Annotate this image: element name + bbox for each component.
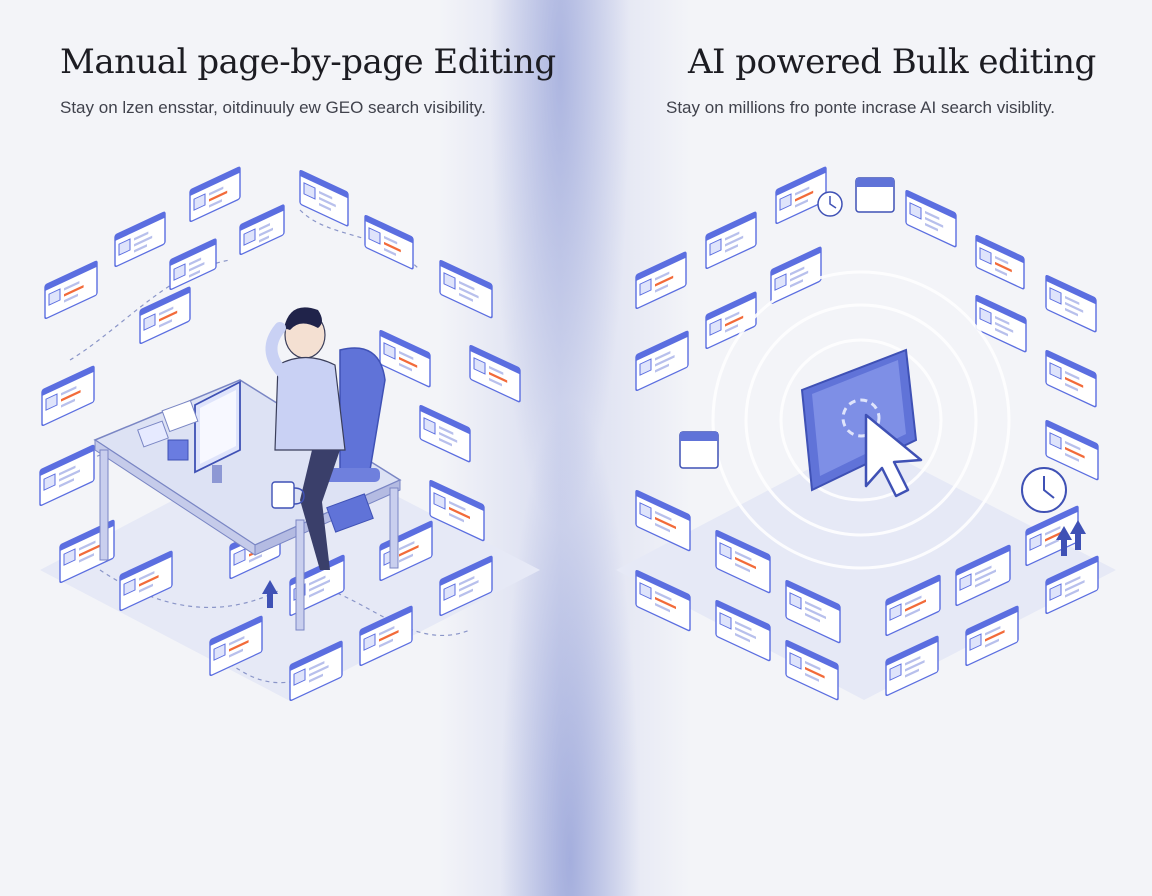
upload-arrow-icon xyxy=(1075,534,1081,550)
manual-editing-illustration xyxy=(39,166,540,702)
paper-icon xyxy=(161,399,199,433)
web-page-card-icon xyxy=(785,639,839,701)
web-page-card-icon xyxy=(429,479,485,542)
manual-editing-title: Manual page-by-page Editing xyxy=(60,42,556,82)
web-page-card-icon xyxy=(1045,349,1097,408)
web-page-card-icon xyxy=(289,640,343,702)
coffee-mug-icon xyxy=(271,481,305,509)
sync-icon xyxy=(841,398,881,438)
bulk-editing-subtitle: Stay on millions fro ponte incrase AI se… xyxy=(666,98,1055,117)
dashed-path xyxy=(329,589,471,636)
web-page-card-icon xyxy=(785,579,841,644)
notebook-icon xyxy=(326,493,374,533)
web-page-card-icon xyxy=(955,544,1011,607)
bulk-editing-title: AI powered Bulk editing xyxy=(688,42,1096,82)
pulse-ring xyxy=(711,270,1011,570)
web-page-card-icon xyxy=(885,574,941,637)
web-page-card-icon xyxy=(359,605,413,667)
web-page-card-icon xyxy=(239,204,285,256)
web-page-card-icon xyxy=(635,251,687,310)
web-page-card-icon xyxy=(379,329,431,388)
bulk-editing-panel: AI powered Bulk editing Stay on millions… xyxy=(576,0,1152,896)
clock-icon xyxy=(1021,467,1067,513)
web-page-card-icon xyxy=(635,569,691,632)
floor-tile xyxy=(40,440,540,700)
web-page-card-icon xyxy=(775,166,827,225)
paper-icon xyxy=(137,420,169,448)
calendar-icon xyxy=(855,177,895,213)
page-card-cluster xyxy=(635,166,1099,701)
web-page-card-icon xyxy=(209,615,263,677)
web-page-card-icon xyxy=(419,404,471,463)
web-page-card-icon xyxy=(1045,555,1099,615)
web-page-card-icon xyxy=(439,555,493,617)
web-page-card-icon xyxy=(189,166,241,223)
manual-editing-subtitle: Stay on lzen ensstar, oitdinuuly ew GEO … xyxy=(60,98,486,117)
manual-editing-panel: Manual page-by-page Editing Stay on lzen… xyxy=(39,42,556,702)
web-page-card-icon xyxy=(114,211,166,268)
web-page-card-icon xyxy=(770,246,822,305)
person-icon xyxy=(265,307,346,570)
upload-arrow-icon xyxy=(1061,540,1067,556)
web-page-card-icon xyxy=(439,259,493,319)
web-page-card-icon xyxy=(965,605,1019,667)
web-page-card-icon xyxy=(885,635,939,697)
web-page-card-icon xyxy=(139,286,191,345)
book-icon xyxy=(167,439,189,461)
web-page-card-icon xyxy=(715,599,771,662)
central-screen-icon xyxy=(800,348,918,492)
web-page-card-icon xyxy=(705,211,757,270)
upload-arrow-icon xyxy=(262,580,278,594)
web-page-card-icon xyxy=(169,238,217,291)
web-page-card-icon xyxy=(975,234,1025,290)
web-page-card-icon xyxy=(44,260,98,320)
web-page-card-icon xyxy=(705,291,757,350)
web-page-card-icon xyxy=(119,550,173,612)
pulse-ring xyxy=(779,338,943,502)
calendar-icon xyxy=(679,431,719,469)
web-page-card-icon xyxy=(1045,419,1099,481)
bulk-editing-illustration xyxy=(616,166,1116,701)
web-page-card-icon xyxy=(1045,274,1097,333)
web-page-card-icon xyxy=(469,344,521,403)
pulse-ring xyxy=(744,303,978,537)
web-page-card-icon xyxy=(635,489,691,552)
web-page-card-icon xyxy=(299,169,349,227)
web-page-card-icon xyxy=(905,189,957,248)
upload-arrow-icon xyxy=(1070,520,1086,534)
web-page-card-icon xyxy=(715,529,771,594)
monitor-icon xyxy=(194,380,241,483)
office-chair-icon xyxy=(320,347,386,482)
upload-arrow-icon xyxy=(267,594,273,608)
web-page-card-icon xyxy=(39,444,95,507)
cursor-arrow-icon xyxy=(864,413,923,498)
web-page-card-icon xyxy=(364,214,414,270)
web-page-card-icon xyxy=(41,365,95,427)
upload-arrow-icon xyxy=(1056,526,1072,540)
clock-icon xyxy=(817,191,843,217)
pulse-rings xyxy=(711,270,1011,570)
web-page-card-icon xyxy=(635,330,689,392)
web-page-card-icon xyxy=(975,294,1027,353)
